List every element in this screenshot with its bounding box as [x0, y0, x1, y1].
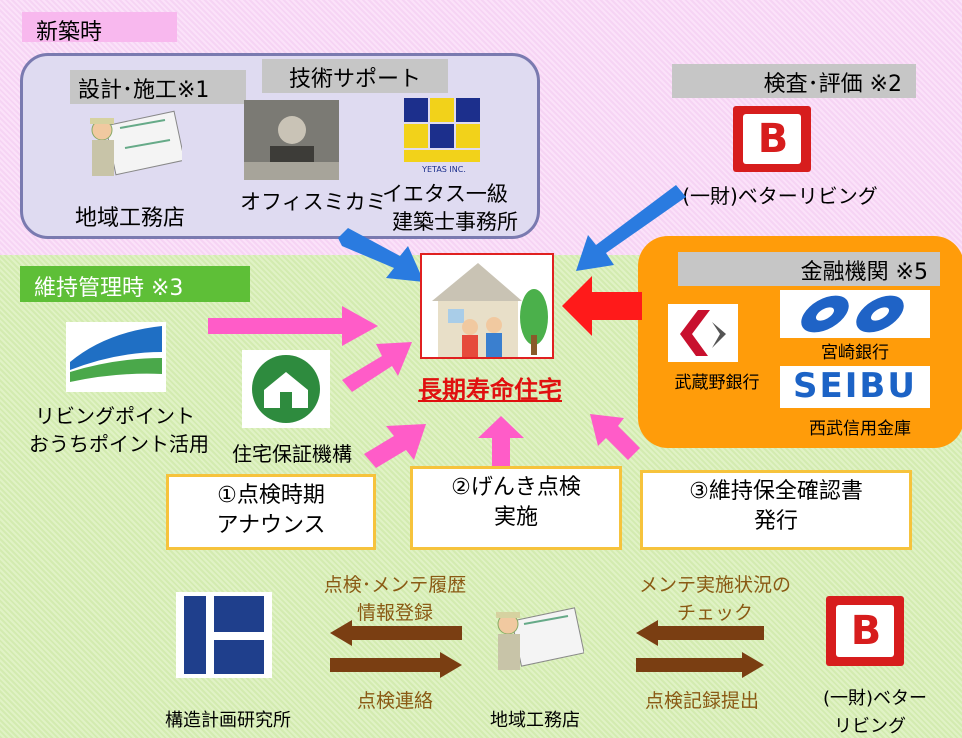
office-mikami-photo	[244, 100, 339, 180]
builder-label: 地域工務店	[74, 206, 185, 231]
inspection-org-label: (一財)ベターリビング	[682, 184, 878, 208]
structure-lab-logo	[176, 592, 272, 678]
living-point-label-line2: おうちポイント活用	[29, 432, 209, 456]
musashino-bank-logo	[668, 304, 738, 362]
office-mikami-label: オフィスミカミ	[240, 190, 387, 214]
step2-line2: 実施	[493, 505, 538, 530]
brown-arrow-to-better-living	[636, 652, 764, 678]
finance-tag: 金融機関 ※5	[678, 252, 940, 286]
inspection-tag: 検査･評価 ※2	[672, 64, 916, 98]
step3-box: ③維持保全確認書 発行	[640, 470, 912, 550]
seibu-shinkin-logo: SEIBU	[780, 366, 930, 408]
ietasu-label-line1: イエタス一級	[382, 182, 508, 206]
builder-illustration	[80, 108, 186, 182]
housing-warranty-label: 住宅保証機構	[232, 442, 352, 466]
better-living-logo-top: B	[733, 106, 811, 172]
pink-arrow-warranty	[342, 336, 412, 396]
step2-box: ②げんき点検 実施	[410, 466, 622, 550]
bottom-better-living-line2: リビング	[834, 716, 906, 737]
bottom-builder-illustration	[488, 604, 585, 674]
step1-line1: ①点検時期	[217, 483, 325, 508]
pink-arrow-living-point	[208, 306, 378, 346]
brown-arrow-to-lab	[330, 620, 462, 646]
living-point-logo	[66, 322, 166, 392]
miyazaki-bank-logo	[780, 290, 930, 338]
check-label-line1: メンテ実施状況の	[638, 574, 791, 596]
musashino-bank-label: 武蔵野銀行	[674, 373, 760, 393]
miyazaki-bank-label: 宮崎銀行	[821, 343, 889, 363]
register-label-line2: 情報登録	[356, 602, 433, 624]
long-life-house-title: 長期寿命住宅	[418, 376, 562, 404]
ietasu-logo	[400, 98, 488, 178]
bottom-builder-label: 地域工務店	[490, 710, 580, 731]
ietasu-logo-text: YETAS INC.	[422, 165, 466, 174]
pink-arrow-step3	[590, 414, 640, 460]
register-label-line1: 点検･メンテ履歴	[323, 574, 467, 596]
seibu-logo-text: SEIBU	[793, 366, 917, 406]
new-build-label: 新築時	[22, 12, 177, 45]
step3-line1: ③維持保全確認書	[689, 479, 863, 504]
pink-arrow-step2	[478, 416, 524, 468]
design-construction-tag: 設計･施工※1	[70, 70, 246, 104]
blue-arrow-right	[576, 185, 686, 275]
seibu-shinkin-label: 西武信用金庫	[809, 419, 911, 439]
step1-line2: アナウンス	[216, 513, 326, 538]
step1-box: ①点検時期 アナウンス	[166, 474, 376, 550]
brown-arrow-to-builder	[636, 620, 764, 646]
contact-label: 点検連絡	[356, 690, 433, 712]
structure-lab-label: 構造計画研究所	[165, 710, 291, 731]
red-arrow	[562, 276, 642, 336]
ietasu-label-line2: 建築士事務所	[392, 210, 518, 234]
tech-support-tag: 技術サポート	[262, 59, 448, 93]
living-point-label-line1: リビングポイント	[35, 404, 195, 428]
long-life-house-illustration	[420, 253, 554, 359]
blue-arrow-left	[338, 228, 428, 288]
submit-label: 点検記録提出	[644, 690, 759, 712]
better-living-logo-letter: B	[757, 116, 789, 162]
bottom-better-living-line1: (一財)ベター	[822, 688, 928, 709]
check-label-line2: チェック	[676, 602, 753, 624]
step3-line2: 発行	[753, 509, 798, 534]
step2-line1: ②げんき点検	[451, 475, 581, 500]
housing-warranty-logo	[242, 350, 330, 428]
brown-arrow-from-lab	[330, 652, 462, 678]
maintenance-label: 維持管理時 ※3	[20, 266, 250, 302]
better-living-logo-bottom-letter: B	[850, 608, 882, 654]
better-living-logo-bottom: B	[826, 596, 904, 666]
pink-arrow-step1	[364, 424, 426, 470]
